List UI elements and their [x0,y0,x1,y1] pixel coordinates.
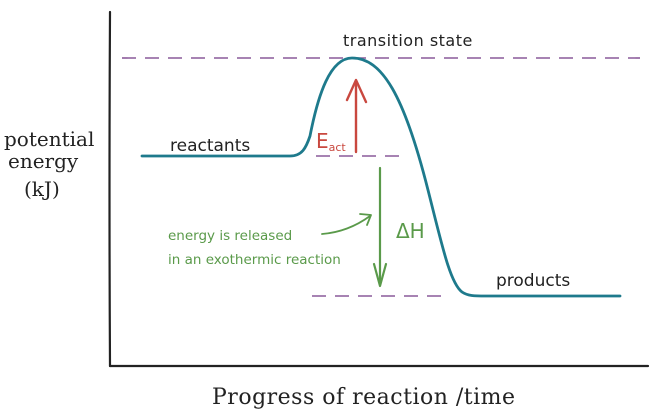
enthalpy-change-arrow [372,166,388,288]
activation-energy-label: Eact [316,129,346,154]
enthalpy-change-label: ΔH [396,219,425,243]
y-axis [108,10,112,368]
y-axis-label-line-3: (kJ) [24,177,60,201]
reactants-label: reactants [170,136,250,156]
products-label: products [496,271,570,291]
y-axis-label-line-2: energy [8,149,79,173]
energy-curve [140,56,622,298]
annotation-pointer-arrow [321,213,372,235]
activation-energy-arrow [345,78,368,154]
y-axis-label-line-1: potential [4,127,94,151]
x-axis [108,364,650,368]
transition-state-label: transition state [343,31,473,50]
annotation-line-2: in an exothermic reaction [168,252,341,268]
annotation-line-1: energy is released [168,228,292,244]
x-axis-label: Progress of reaction /time [212,385,516,410]
